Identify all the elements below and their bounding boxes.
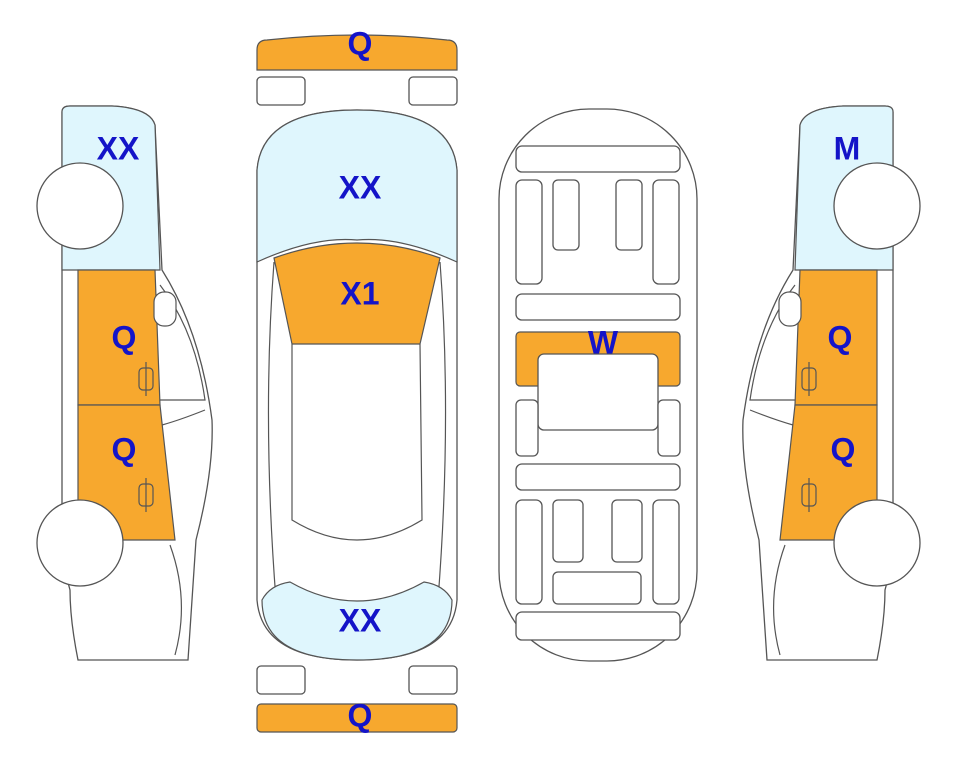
left-side-pillar: [161, 409, 206, 426]
underside-rear-left-rail: [515, 499, 543, 605]
left-mirror: [153, 291, 177, 327]
hood-panel[interactable]: [256, 109, 458, 263]
left-rear-wheel: [36, 499, 124, 587]
trunk-panel[interactable]: [261, 581, 453, 661]
underside-left-rail-mid: [515, 399, 539, 457]
rear-right-light: [408, 665, 458, 695]
left-side-view: [36, 105, 213, 661]
right-rear-wheel: [833, 499, 921, 587]
right-rear-door-label: Q: [831, 431, 856, 467]
top-windshield-rear: [291, 343, 423, 541]
right-rear-door-handle-icon: [801, 478, 817, 512]
right-front-wheel: [833, 162, 921, 250]
underside-view: [498, 108, 698, 662]
underside-front-left-rail: [515, 179, 543, 285]
underside-front-left-box: [552, 179, 580, 251]
roof-panel[interactable]: [273, 242, 441, 345]
left-side-sill: [169, 544, 183, 656]
underside-mid-bar: [515, 293, 681, 321]
right-side-view: [742, 105, 921, 661]
underside-rear-left-box: [552, 499, 584, 563]
front-left-light: [256, 76, 306, 106]
left-rear-door-handle-icon: [138, 478, 154, 512]
underside-rear-bar: [515, 463, 681, 491]
left-front-wheel: [36, 162, 124, 250]
right-front-door-label: Q: [828, 319, 853, 355]
right-mirror: [778, 291, 802, 327]
rear-bumper-panel[interactable]: [256, 703, 458, 733]
underside-rear-right-box: [611, 499, 643, 563]
right-side-pillar: [749, 409, 794, 426]
front-bumper-label: Q: [348, 25, 373, 61]
right-side-sill: [772, 544, 786, 656]
hood-label: XX: [339, 169, 382, 205]
front-right-light: [408, 76, 458, 106]
top-left-pillar: [267, 261, 277, 601]
rear-bumper-label: Q: [348, 697, 373, 733]
floor-panel-label: W: [588, 324, 619, 360]
top-view: [256, 34, 458, 733]
underside-front-right-rail: [652, 179, 680, 285]
underside-front-bar: [515, 145, 681, 173]
rear-left-light: [256, 665, 306, 695]
left-rear-door-label: Q: [112, 431, 137, 467]
underside-rear-right-rail: [652, 499, 680, 605]
left-fender-label: XX: [97, 130, 140, 166]
underside-tank: [552, 571, 642, 605]
underside-center-box: [537, 353, 659, 431]
trunk-label: XX: [339, 602, 382, 638]
underside-front-right-box: [615, 179, 643, 251]
top-right-pillar: [437, 261, 447, 601]
left-front-door-label: Q: [112, 319, 137, 355]
front-bumper-panel[interactable]: [256, 34, 458, 71]
right-fender-label: M: [834, 130, 861, 166]
right-front-door-handle-icon: [801, 362, 817, 396]
underside-rear-bottom-bar: [515, 611, 681, 641]
left-front-door-handle-icon: [138, 362, 154, 396]
roof-label: X1: [340, 275, 379, 311]
underside-right-rail-mid: [657, 399, 681, 457]
